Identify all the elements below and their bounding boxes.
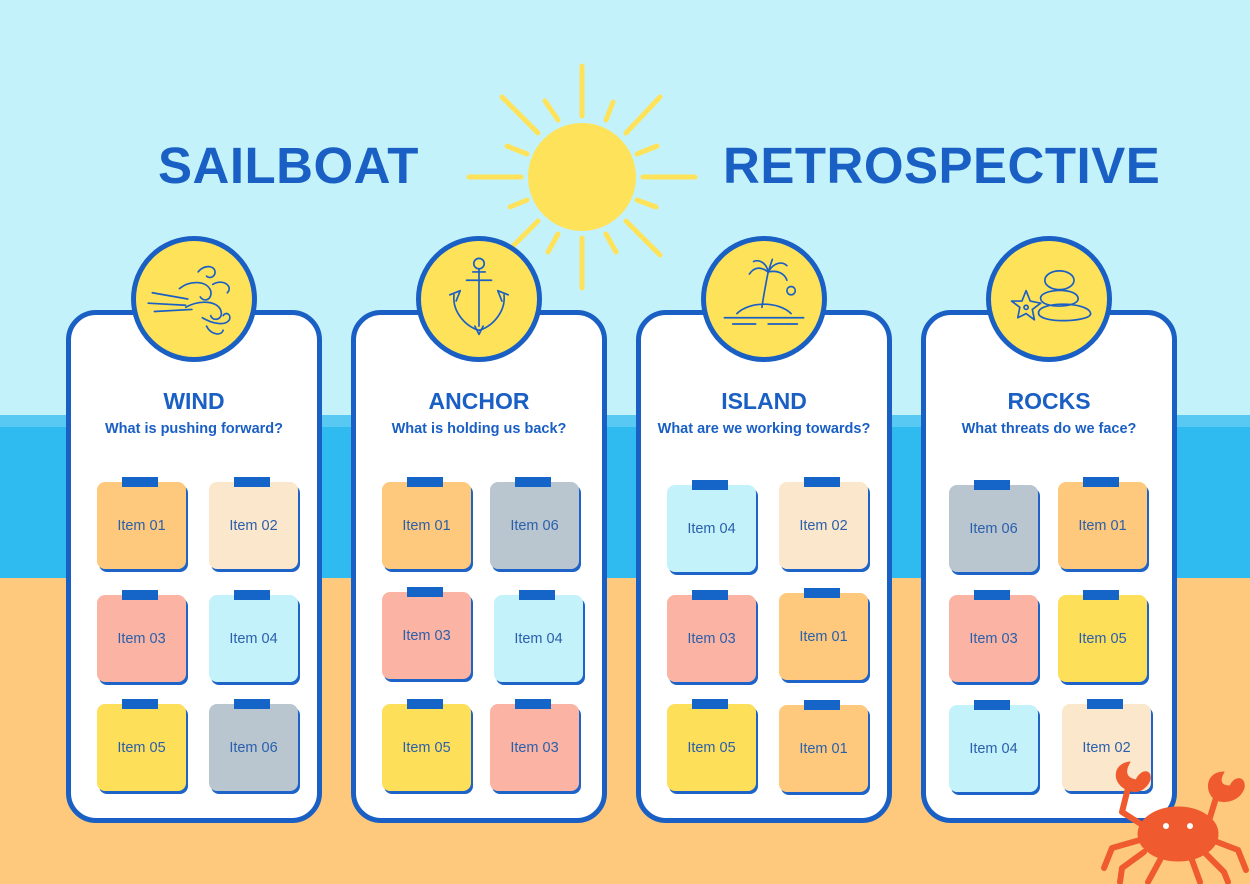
sticky-note[interactable]: Item 05	[382, 699, 471, 791]
tape-strip	[1083, 590, 1119, 600]
sticky-note[interactable]: Item 01	[779, 588, 868, 680]
sticky-note-label: Item 05	[117, 739, 166, 756]
title-left: SAILBOAT	[158, 137, 419, 194]
tape-strip	[515, 477, 551, 487]
tape-strip	[974, 700, 1010, 710]
crab-icon	[1101, 761, 1249, 884]
column-title: ISLAND	[721, 388, 807, 414]
sticky-note-label: Item 04	[514, 630, 563, 647]
sticky-note-label: Item 02	[799, 517, 848, 534]
tape-strip	[692, 480, 728, 490]
sticky-note-label: Item 01	[1078, 517, 1127, 534]
tape-strip	[515, 699, 551, 709]
sticky-note[interactable]: Item 01	[97, 477, 186, 569]
sticky-note-label: Item 01	[799, 740, 848, 757]
sticky-note-label: Item 04	[687, 520, 736, 537]
sticky-note[interactable]: Item 02	[779, 477, 868, 569]
sticky-note-label: Item 06	[969, 520, 1018, 537]
column-title: WIND	[163, 388, 225, 414]
sticky-note[interactable]: Item 06	[490, 477, 579, 569]
sticky-note[interactable]: Item 03	[490, 699, 579, 791]
sticky-note[interactable]: Item 04	[667, 480, 756, 572]
sticky-note[interactable]: Item 03	[949, 590, 1038, 682]
sticky-note[interactable]: Item 04	[494, 590, 583, 682]
tape-strip	[1083, 477, 1119, 487]
sticky-note-label: Item 06	[229, 739, 278, 756]
column-subtitle: What is holding us back?	[391, 421, 567, 437]
title-right: RETROSPECTIVE	[723, 137, 1161, 194]
tape-strip	[407, 477, 443, 487]
sticky-note[interactable]: Item 04	[949, 700, 1038, 792]
tape-strip	[234, 477, 270, 487]
sticky-note[interactable]: Item 06	[209, 699, 298, 791]
sticky-note-label: Item 03	[510, 739, 559, 756]
sticky-note-label: Item 03	[402, 627, 451, 644]
column-badge	[701, 236, 827, 362]
sticky-note-label: Item 01	[799, 628, 848, 645]
rocks-icon	[1010, 270, 1092, 322]
sticky-note[interactable]: Item 05	[1058, 590, 1147, 682]
sticky-note-label: Item 02	[229, 517, 278, 534]
tape-strip	[234, 699, 270, 709]
sticky-note-label: Item 02	[1082, 739, 1131, 756]
sticky-note-label: Item 03	[117, 630, 166, 647]
column-badge	[131, 236, 257, 362]
column-subtitle: What is pushing forward?	[104, 421, 284, 437]
sticky-note[interactable]: Item 02	[1062, 699, 1151, 791]
column-title: ANCHOR	[428, 388, 530, 414]
sticky-note-label: Item 05	[1078, 630, 1127, 647]
sticky-note[interactable]: Item 03	[382, 587, 471, 679]
sticky-note[interactable]: Item 06	[949, 480, 1038, 572]
tape-strip	[692, 590, 728, 600]
sticky-note-label: Item 01	[402, 517, 451, 534]
tape-strip	[1087, 699, 1123, 709]
sticky-note[interactable]: Item 05	[667, 699, 756, 791]
sticky-note-label: Item 06	[510, 517, 559, 534]
sticky-note[interactable]: Item 04	[209, 590, 298, 682]
sticky-note[interactable]: Item 01	[382, 477, 471, 569]
tape-strip	[519, 590, 555, 600]
column-subtitle: What threats do we face?	[961, 421, 1137, 437]
column-subtitle: What are we working towards?	[657, 421, 871, 437]
tape-strip	[692, 699, 728, 709]
anchor-icon	[449, 257, 509, 336]
sticky-note[interactable]: Item 01	[779, 700, 868, 792]
tape-strip	[974, 590, 1010, 600]
tape-strip	[804, 588, 840, 598]
tape-strip	[407, 587, 443, 597]
sticky-note-label: Item 05	[687, 739, 736, 756]
column-badge	[986, 236, 1112, 362]
sticky-note[interactable]: Item 03	[97, 590, 186, 682]
tape-strip	[234, 590, 270, 600]
tape-strip	[804, 700, 840, 710]
sticky-note-label: Item 01	[117, 517, 166, 534]
tape-strip	[122, 477, 158, 487]
tape-strip	[407, 699, 443, 709]
column-badge	[416, 236, 542, 362]
tape-strip	[122, 590, 158, 600]
sticky-note[interactable]: Item 05	[97, 699, 186, 791]
sticky-note-label: Item 03	[687, 630, 736, 647]
island-icon	[723, 258, 805, 325]
sticky-note[interactable]: Item 03	[667, 590, 756, 682]
sticky-note-label: Item 03	[969, 630, 1018, 647]
sticky-note-label: Item 04	[229, 630, 278, 647]
sticky-note[interactable]: Item 01	[1058, 477, 1147, 569]
column-title: ROCKS	[1007, 388, 1091, 414]
tape-strip	[974, 480, 1010, 490]
sticky-note-label: Item 05	[402, 739, 451, 756]
sticky-note[interactable]: Item 02	[209, 477, 298, 569]
tape-strip	[122, 699, 158, 709]
sticky-note-label: Item 04	[969, 740, 1018, 757]
wind-icon	[147, 265, 231, 335]
tape-strip	[804, 477, 840, 487]
